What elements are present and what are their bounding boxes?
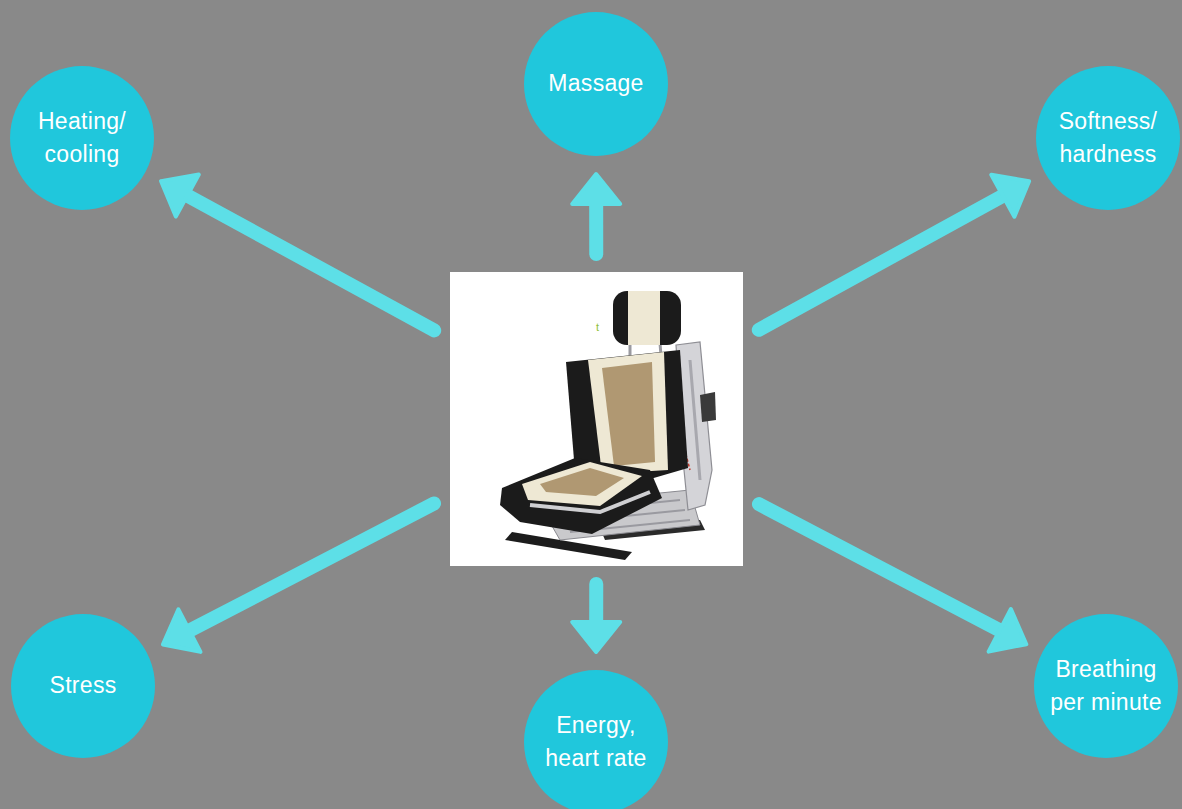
- topic-circle: Energy, heart rate: [524, 670, 668, 809]
- arrow-connector: [161, 175, 434, 331]
- text-holder: Energy, heart rate: [524, 670, 668, 809]
- text-holder: Breathing per minute: [1034, 614, 1178, 758]
- arrow-connector: [572, 174, 620, 254]
- topic-label: Stress: [50, 669, 117, 702]
- text-holder: Massage: [524, 12, 668, 156]
- text-holder: Stress: [11, 614, 155, 758]
- topic-circle: Softness/ hardness: [1036, 66, 1180, 210]
- arrow-connector: [759, 175, 1029, 330]
- circle-shape: [524, 670, 668, 809]
- topic-label: Energy, heart rate: [534, 709, 658, 776]
- arrow-connector: [163, 503, 434, 651]
- car-seat: [500, 291, 716, 560]
- circle-shape: [1034, 614, 1178, 758]
- topic-label: Massage: [548, 67, 643, 100]
- topic-label: Breathing per minute: [1044, 653, 1168, 720]
- topic-circle: Stress: [11, 614, 155, 758]
- topic-circle: Breathing per minute: [1034, 614, 1178, 758]
- seat-picture: t: [450, 272, 743, 566]
- arrow-connector: [759, 504, 1026, 651]
- circle-shape: [10, 66, 154, 210]
- circle-shape: [1036, 66, 1180, 210]
- topic-label: Softness/ hardness: [1046, 105, 1170, 172]
- text-holder: Heating/ cooling: [10, 66, 154, 210]
- topic-circle: Massage: [524, 12, 668, 156]
- topic-circle: Heating/ cooling: [10, 66, 154, 210]
- picture-frame: [450, 272, 743, 566]
- topic-label: Heating/ cooling: [20, 105, 144, 172]
- picture-mark: t: [596, 322, 599, 333]
- arrow-connector: [572, 584, 620, 652]
- text-holder: Softness/ hardness: [1036, 66, 1180, 210]
